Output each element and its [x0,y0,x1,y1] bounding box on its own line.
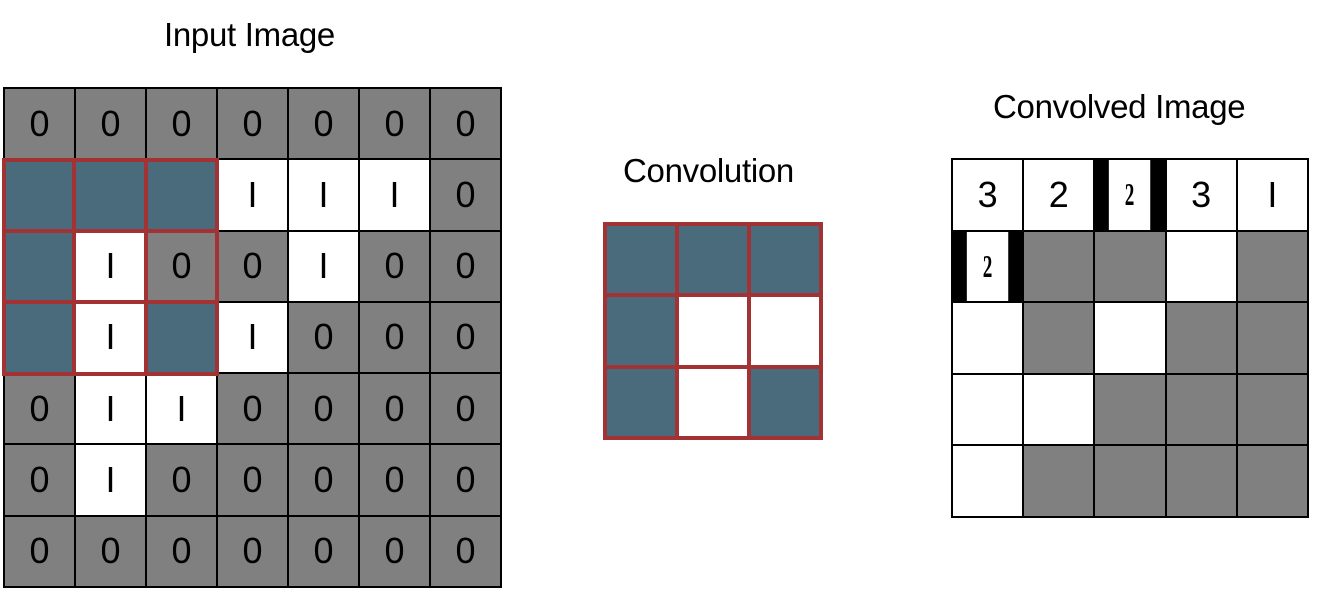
input-cell-r0-c0: 0 [5,89,74,159]
input-cell-r3-c2 [147,302,216,373]
input-cell-r1-c4: I [289,160,358,230]
input-cell-r4-c6: 0 [431,374,500,444]
input-cell-r0-c2: 0 [147,89,216,159]
output-cell-r1-c1 [1024,231,1094,302]
input-cell-r1-c1 [76,160,145,230]
input-cell-r5-c3: 0 [218,445,287,515]
input-cell-r2-c4: I [289,231,358,301]
output-cell-r3-c4 [1237,374,1307,445]
convolution-kernel-grid [603,222,823,440]
input-cell-r6-c3: 0 [218,516,287,586]
output-cell-r1-c0: 2 [966,231,1009,302]
output-cell-r0-c1: 2 [1024,160,1094,230]
output-cell-r0-c2: 2 [1109,160,1151,230]
input-image-title: Input Image [164,16,335,53]
input-cell-r1-c3: I [218,160,287,230]
input-cell-r6-c5: 0 [360,516,429,586]
input-cell-r5-c6: 0 [431,445,500,515]
input-cell-r1-c2 [147,160,216,230]
input-cell-r3-c6: 0 [431,302,500,373]
input-cell-r0-c6: 0 [431,89,500,159]
kernel-cell-r0-c2 [751,226,819,294]
output-cell-r3-c2 [1095,374,1165,445]
input-cell-r2-c0 [5,231,74,301]
output-cell-r4-c0 [953,446,1023,516]
input-cell-r4-c3: 0 [218,374,287,444]
input-cell-r0-c3: 0 [218,89,287,159]
input-cell-r3-c4: 0 [289,302,358,373]
input-cell-r3-c3: I [218,302,287,373]
input-cell-r3-c5: 0 [360,302,429,373]
output-cell-r2-c4 [1237,303,1307,373]
input-cell-r1-c0 [5,160,74,230]
input-cell-r6-c1: 0 [76,516,145,586]
input-cell-r6-c6: 0 [431,516,500,586]
output-cell-r3-c0 [953,374,1023,445]
output-cell-r2-c3 [1166,303,1236,373]
input-cell-r5-c0: 0 [5,445,74,515]
output-cell-r3-c1 [1024,374,1094,445]
output-cell-r3-c3 [1166,374,1236,445]
input-cell-r2-c2: 0 [147,231,216,301]
output-cell-r4-c4 [1237,446,1307,516]
input-cell-r6-c4: 0 [289,516,358,586]
output-cell-r0-c0: 3 [953,160,1023,230]
input-cell-r5-c4: 0 [289,445,358,515]
input-cell-r0-c1: 0 [76,89,145,159]
output-cell-r4-c3 [1166,446,1236,516]
kernel-cell-r1-c2 [751,297,819,365]
input-cell-r6-c0: 0 [5,516,74,586]
input-cell-r1-c6: 0 [431,160,500,230]
output-cell-r4-c1 [1024,446,1094,516]
kernel-cell-r1-c1 [679,297,747,365]
input-cell-r4-c1: I [76,374,145,444]
input-cell-r0-c4: 0 [289,89,358,159]
input-cell-r1-c5: I [360,160,429,230]
kernel-cell-r0-c0 [607,226,675,294]
output-cell-r0-c4: I [1237,160,1307,230]
input-cell-r5-c2: 0 [147,445,216,515]
input-cell-r4-c4: 0 [289,374,358,444]
input-cell-r3-c1: I [76,302,145,373]
kernel-cell-r2-c2 [751,368,819,436]
kernel-cell-r2-c0 [607,368,675,436]
output-cell-r2-c2 [1095,303,1165,373]
kernel-cell-r0-c1 [679,226,747,294]
output-cell-r0-c3: 3 [1166,160,1236,230]
output-cell-r1-c2 [1095,231,1165,302]
input-cell-r4-c5: 0 [360,374,429,444]
kernel-cell-r1-c0 [607,297,675,365]
input-cell-r4-c0: 0 [5,374,74,444]
input-cell-r4-c2: I [147,374,216,444]
input-cell-r6-c2: 0 [147,516,216,586]
input-cell-r0-c5: 0 [360,89,429,159]
output-cell-r2-c1 [1024,303,1094,373]
input-cell-r3-c0 [5,302,74,373]
output-cell-r2-c0 [953,303,1023,373]
output-cell-r1-c3 [1166,231,1236,302]
input-cell-r5-c5: 0 [360,445,429,515]
input-cell-r5-c1: I [76,445,145,515]
input-cell-r2-c6: 0 [431,231,500,301]
input-cell-r2-c5: 0 [360,231,429,301]
output-cell-r4-c2 [1095,446,1165,516]
kernel-cell-r2-c1 [679,368,747,436]
output-cell-r1-c4 [1237,231,1307,302]
convolved-image-title: Convolved Image [993,88,1246,125]
input-cell-r2-c3: 0 [218,231,287,301]
input-cell-r2-c1: I [76,231,145,301]
convolution-title: Convolution [623,152,794,189]
